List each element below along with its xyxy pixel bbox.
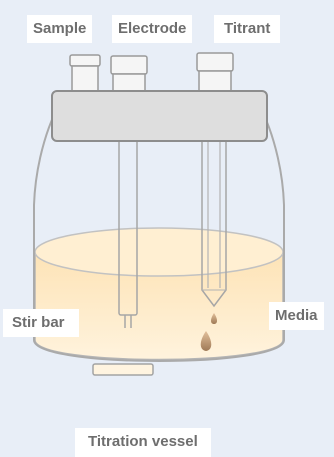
electrode-port bbox=[110, 55, 148, 92]
titrant-burette bbox=[201, 140, 227, 308]
media-liquid bbox=[34, 251, 284, 361]
titrant-port bbox=[196, 52, 234, 92]
titration-vessel-label: Titration vessel bbox=[75, 428, 211, 457]
stir-bar-label: Stir bar bbox=[3, 309, 79, 337]
sample-port bbox=[69, 54, 101, 92]
titrant-label: Titrant bbox=[214, 15, 281, 43]
media-surface bbox=[34, 227, 284, 277]
vessel-lid bbox=[51, 90, 268, 142]
sample-label: Sample bbox=[27, 15, 93, 43]
vessel-bottom bbox=[33, 339, 285, 362]
titrant-drop-large bbox=[200, 331, 212, 351]
titrant-drop-small bbox=[211, 313, 217, 324]
media-label: Media bbox=[269, 302, 324, 330]
electrode-label: Electrode bbox=[112, 15, 193, 43]
stir-bar bbox=[92, 363, 154, 376]
